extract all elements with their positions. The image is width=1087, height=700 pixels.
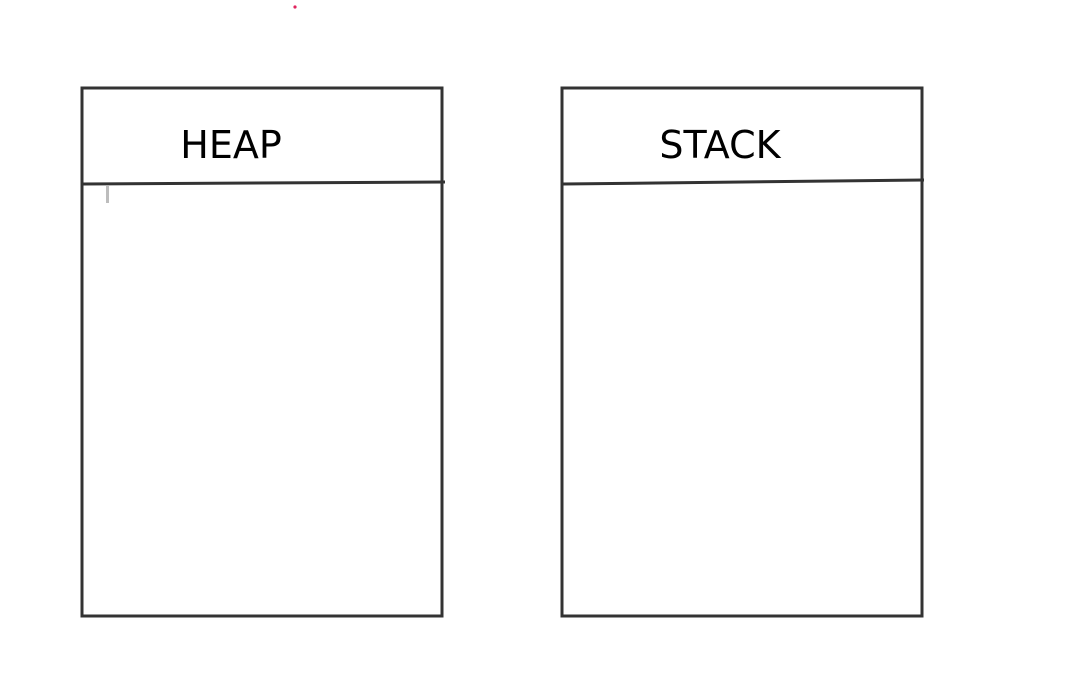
- heap-box: HEAP: [80, 86, 446, 618]
- heap-header-divider: [82, 180, 446, 186]
- heap-label: HEAP: [180, 123, 282, 167]
- stack-header-divider: [562, 178, 925, 186]
- stack-box: STACK: [560, 86, 925, 618]
- stack-box-outline: [560, 86, 924, 618]
- pen-marker-dot: [293, 5, 297, 9]
- text-cursor: [106, 186, 109, 203]
- heap-box-outline: [80, 86, 444, 618]
- stack-label: STACK: [659, 123, 781, 167]
